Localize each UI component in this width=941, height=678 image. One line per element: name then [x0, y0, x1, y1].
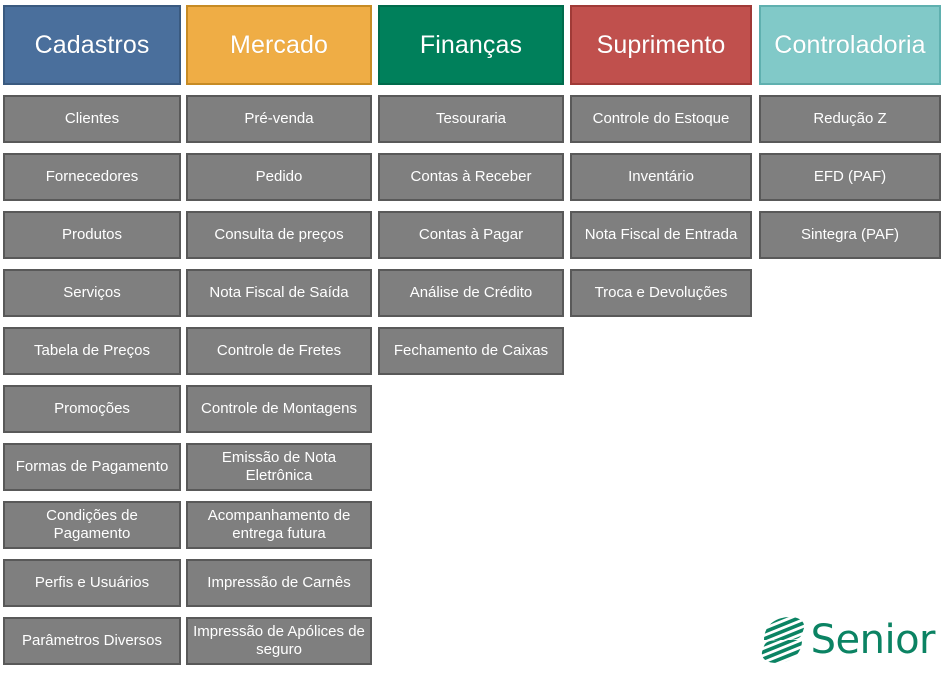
module-item-label: Formas de Pagamento [15, 457, 169, 475]
module-item-label: Análise de Crédito [409, 283, 533, 301]
module-item[interactable]: Nota Fiscal de Entrada [570, 211, 752, 259]
module-item-label: Fornecedores [45, 167, 139, 185]
module-item[interactable]: Sintegra (PAF) [759, 211, 941, 259]
module-item-label: Parâmetros Diversos [21, 631, 163, 649]
module-item[interactable]: Controle do Estoque [570, 95, 752, 143]
module-item-label: Troca e Devoluções [594, 283, 728, 301]
module-item-label: Contas à Receber [410, 167, 532, 185]
module-item-label: Impressão de Carnês [207, 573, 351, 591]
module-item-label: Tesouraria [435, 109, 507, 127]
module-item-label: Perfis e Usuários [34, 573, 150, 591]
module-item-label: Emissão de Nota Eletrônica [221, 448, 337, 484]
module-item[interactable]: Perfis e Usuários [3, 559, 181, 607]
module-item[interactable]: Clientes [3, 95, 181, 143]
module-item[interactable]: Controle de Montagens [186, 385, 372, 433]
module-item-label: Sintegra (PAF) [800, 225, 900, 243]
module-item-label: Contas à Pagar [418, 225, 524, 243]
module-item-label: Promoções [54, 399, 130, 417]
module-item[interactable]: Acompanhamento de entrega futura [186, 501, 372, 549]
module-item[interactable]: Pré-venda [186, 95, 372, 143]
module-item[interactable]: Controle de Fretes [186, 327, 372, 375]
module-item[interactable]: Fornecedores [3, 153, 181, 201]
module-item[interactable]: Tabela de Preços [3, 327, 181, 375]
module-item-label: Clientes [64, 109, 120, 127]
module-item[interactable]: Serviços [3, 269, 181, 317]
module-item-label: Inventário [628, 167, 694, 185]
column-header[interactable]: Cadastros [3, 5, 181, 85]
module-item-label: Pré-venda [244, 109, 314, 127]
module-item[interactable]: Formas de Pagamento [3, 443, 181, 491]
module-item-label: Serviços [63, 283, 121, 301]
module-item-label: Impressão de Apólices de seguro [193, 622, 365, 658]
module-item-label: Nota Fiscal de Saída [209, 283, 349, 301]
module-item-label: Redução Z [813, 109, 887, 127]
module-item[interactable]: Fechamento de Caixas [378, 327, 564, 375]
module-item-label: Fechamento de Caixas [393, 341, 549, 359]
module-item[interactable]: Consulta de preços [186, 211, 372, 259]
module-item[interactable]: Parâmetros Diversos [3, 617, 181, 665]
module-item-label: Tabela de Preços [34, 341, 150, 359]
module-item[interactable]: Tesouraria [378, 95, 564, 143]
module-item-label: Produtos [61, 225, 123, 243]
module-item[interactable]: Nota Fiscal de Saída [186, 269, 372, 317]
module-item[interactable]: Contas à Receber [378, 153, 564, 201]
senior-logo: Senior [760, 616, 936, 664]
module-item[interactable]: Produtos [3, 211, 181, 259]
module-item-label: EFD (PAF) [813, 167, 887, 185]
module-item[interactable]: Emissão de Nota Eletrônica [186, 443, 372, 491]
module-item-label: Controle de Fretes [216, 341, 342, 359]
module-item-label: Nota Fiscal de Entrada [584, 225, 738, 243]
module-item[interactable]: Impressão de Carnês [186, 559, 372, 607]
column-header[interactable]: Suprimento [570, 5, 752, 85]
senior-wordmark: Senior [810, 617, 936, 663]
module-item[interactable]: Condições de Pagamento [3, 501, 181, 549]
module-item-label: Acompanhamento de entrega futura [207, 506, 351, 542]
column-header[interactable]: Finanças [378, 5, 564, 85]
module-item-label: Controle do Estoque [592, 109, 730, 127]
module-item[interactable]: Contas à Pagar [378, 211, 564, 259]
column-header[interactable]: Controladoria [759, 5, 941, 85]
module-item-label: Pedido [255, 167, 303, 185]
senior-striped-ellipse-mark-icon [760, 616, 806, 664]
module-item-label: Consulta de preços [214, 225, 344, 243]
module-item-label: Controle de Montagens [201, 399, 357, 417]
module-item[interactable]: Troca e Devoluções [570, 269, 752, 317]
module-item-label: Condições de Pagamento [46, 506, 138, 542]
module-item[interactable]: Pedido [186, 153, 372, 201]
module-item[interactable]: Redução Z [759, 95, 941, 143]
module-item[interactable]: Análise de Crédito [378, 269, 564, 317]
module-item[interactable]: EFD (PAF) [759, 153, 941, 201]
module-item[interactable]: Impressão de Apólices de seguro [186, 617, 372, 665]
module-item[interactable]: Inventário [570, 153, 752, 201]
column-header[interactable]: Mercado [186, 5, 372, 85]
module-item[interactable]: Promoções [3, 385, 181, 433]
